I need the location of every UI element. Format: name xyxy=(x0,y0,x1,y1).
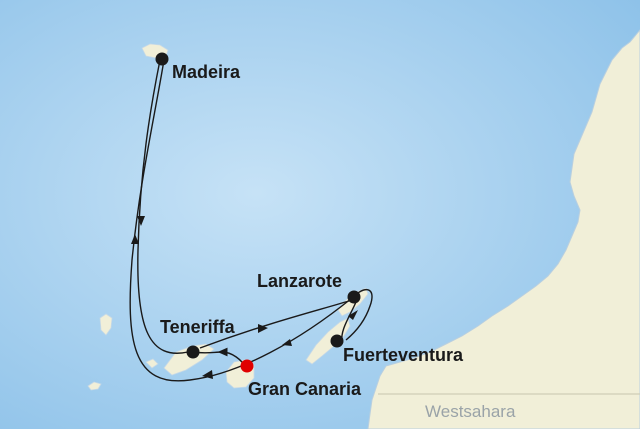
route-segment-lanzarote-teneriffa xyxy=(199,299,353,349)
arrow-up-icon xyxy=(131,234,139,244)
tenerife-island xyxy=(163,343,215,376)
port-marker-fuerteventura xyxy=(330,334,344,348)
la-gomera-island xyxy=(145,358,159,369)
la-palma-island xyxy=(99,313,113,336)
el-hierro-island xyxy=(87,381,102,391)
port-marker-madeira xyxy=(155,52,169,66)
route-arrows xyxy=(131,216,358,379)
arrow-right-icon xyxy=(258,324,268,333)
port-label-madeira: Madeira xyxy=(172,62,241,82)
arrow-down-icon xyxy=(137,216,145,226)
route-segment-madeira-lanzarote xyxy=(129,59,353,382)
islands xyxy=(87,43,369,391)
african-coast xyxy=(367,29,640,429)
arrow-down-left-icon xyxy=(282,339,292,346)
port-label-fuerteventura: Fuerteventura xyxy=(343,345,464,365)
route-segment-lanzarote-fuerteventura xyxy=(345,288,373,341)
route-segment-gran-canaria-teneriffa xyxy=(193,347,247,369)
port-marker-teneriffa xyxy=(186,345,200,359)
port-label-teneriffa: Teneriffa xyxy=(160,317,235,337)
port-marker-gran-canaria xyxy=(240,359,254,373)
fuerteventura-island xyxy=(305,317,351,365)
port-label-lanzarote: Lanzarote xyxy=(257,271,343,291)
port-markers xyxy=(155,52,361,373)
region-label-westsahara: Westsahara xyxy=(425,402,516,421)
cruise-route xyxy=(129,59,373,382)
arrow-left-icon xyxy=(202,370,213,379)
port-marker-lanzarote xyxy=(347,290,361,304)
port-label-gran-canaria: Gran Canaria xyxy=(248,379,362,399)
route-segment-teneriffa-madeira xyxy=(137,59,189,354)
arrow-up-right-icon xyxy=(348,310,358,320)
